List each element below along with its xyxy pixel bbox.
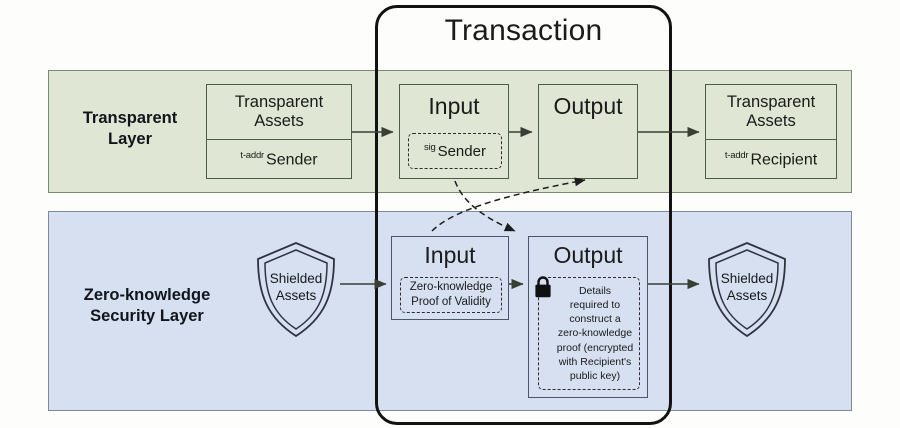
t-addr-tag-sender: t-addr <box>240 150 265 162</box>
zk-input-proof-chip: Zero-knowledge Proof of Validity <box>400 277 502 313</box>
transaction-title: Transaction <box>444 14 603 47</box>
zk-output-title: Output <box>553 242 623 268</box>
sender-label: Sender <box>266 151 318 169</box>
shielded-dest-assets-label: Shielded Assets <box>720 271 774 304</box>
transparent-dest-assets-title: Transparent Assets <box>706 85 836 140</box>
zk-input-box: Input Zero-knowledge Proof of Validity <box>391 236 509 320</box>
sig-tag: sig <box>424 142 436 153</box>
zk-output-box: Output Details required to construct a z… <box>528 236 648 398</box>
t-addr-tag-recipient: t-addr <box>724 150 749 162</box>
shield-icon <box>708 242 786 338</box>
zk-output-details-chip: Details required to construct a zero-kno… <box>538 277 640 390</box>
transparent-output-box: Output <box>538 84 638 179</box>
zero-knowledge-layer-band <box>48 211 852 411</box>
transparent-layer-band <box>48 70 852 193</box>
zero-knowledge-layer-label: Zero-knowledge Security Layer <box>83 286 211 325</box>
transparent-output-title: Output <box>553 93 623 119</box>
shielded-source-assets-label: Shielded Assets <box>269 271 323 304</box>
recipient-label: Recipient <box>750 151 818 169</box>
shielded-dest-assets: Shielded Assets <box>703 240 791 340</box>
transparent-layer-label: Transparent Layer <box>82 109 178 148</box>
sig-sender-label: Sender <box>437 143 486 160</box>
transparent-input-title: Input <box>428 93 480 119</box>
shield-icon <box>257 242 335 338</box>
shielded-source-assets: Shielded Assets <box>252 240 340 340</box>
zk-input-title: Input <box>424 242 476 268</box>
lock-icon <box>535 276 551 298</box>
transparent-source-assets-title: Transparent Assets <box>207 85 351 140</box>
